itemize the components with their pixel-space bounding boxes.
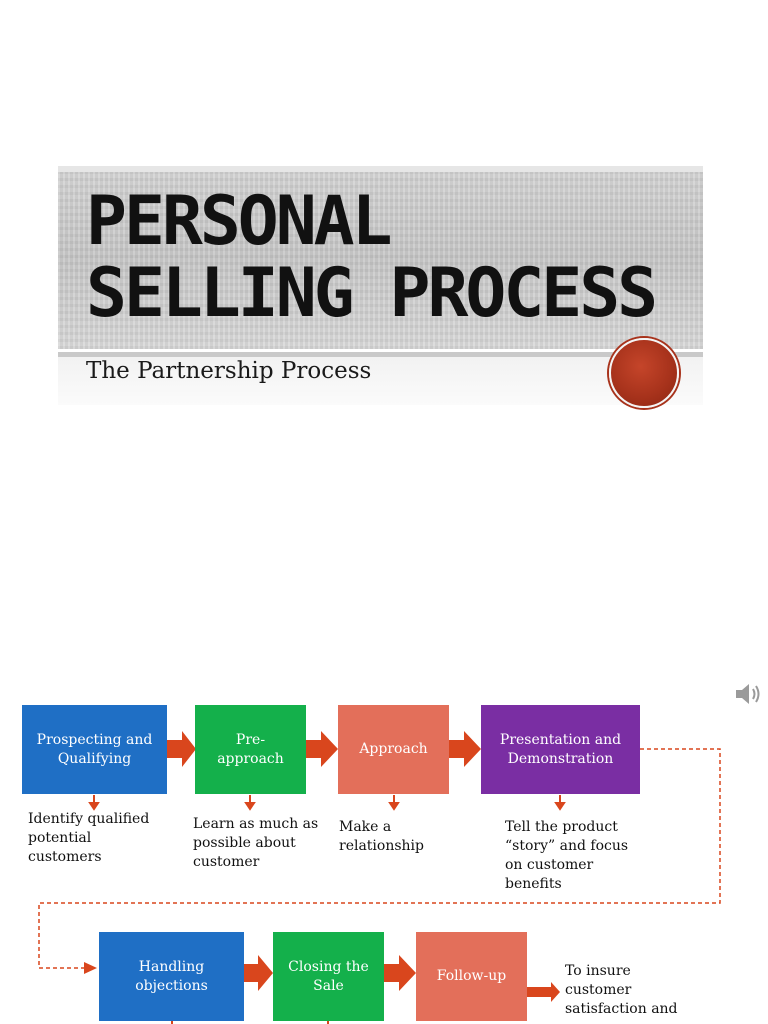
step-prospecting-box: Prospecting and Qualifying [22,705,167,794]
chevron-arrow-4 [244,955,273,991]
step-closing-box: Closing the Sale [273,932,384,1021]
title-banner: Personal Selling Process [58,166,703,349]
slide-subtitle: The Partnership Process [86,358,372,384]
step-approach-box: Approach [338,705,449,794]
arrow-to-follow-up-note [527,982,560,1002]
chevron-arrow-3 [449,731,481,767]
step-handling-objections-box: Handling objections [99,932,244,1021]
decorative-circle-icon [609,338,679,408]
slide-title: Personal Selling Process [86,182,658,333]
note-approach: Make a relationship [339,819,424,854]
note-prospecting: Identify qualified potential customers [28,811,150,865]
step-pre-approach-box: Pre-approach [195,705,306,794]
chevron-arrow-1 [167,731,196,767]
chevron-arrow-2 [306,731,338,767]
note-pre-approach: Learn as much as possible about customer [193,816,319,870]
note-follow-up: To insure customer satisfaction and [565,963,678,1017]
title-divider [58,352,703,357]
speaker-icon[interactable] [734,681,762,707]
step-follow-up-box: Follow-up [416,932,527,1021]
dashed-loop-connector [38,748,721,969]
step-presentation-box: Presentation and Demonstration [481,705,640,794]
subtitle-banner [58,357,703,405]
note-presentation: Tell the product “story” and focus on cu… [505,819,629,892]
chevron-arrow-5 [384,955,416,991]
